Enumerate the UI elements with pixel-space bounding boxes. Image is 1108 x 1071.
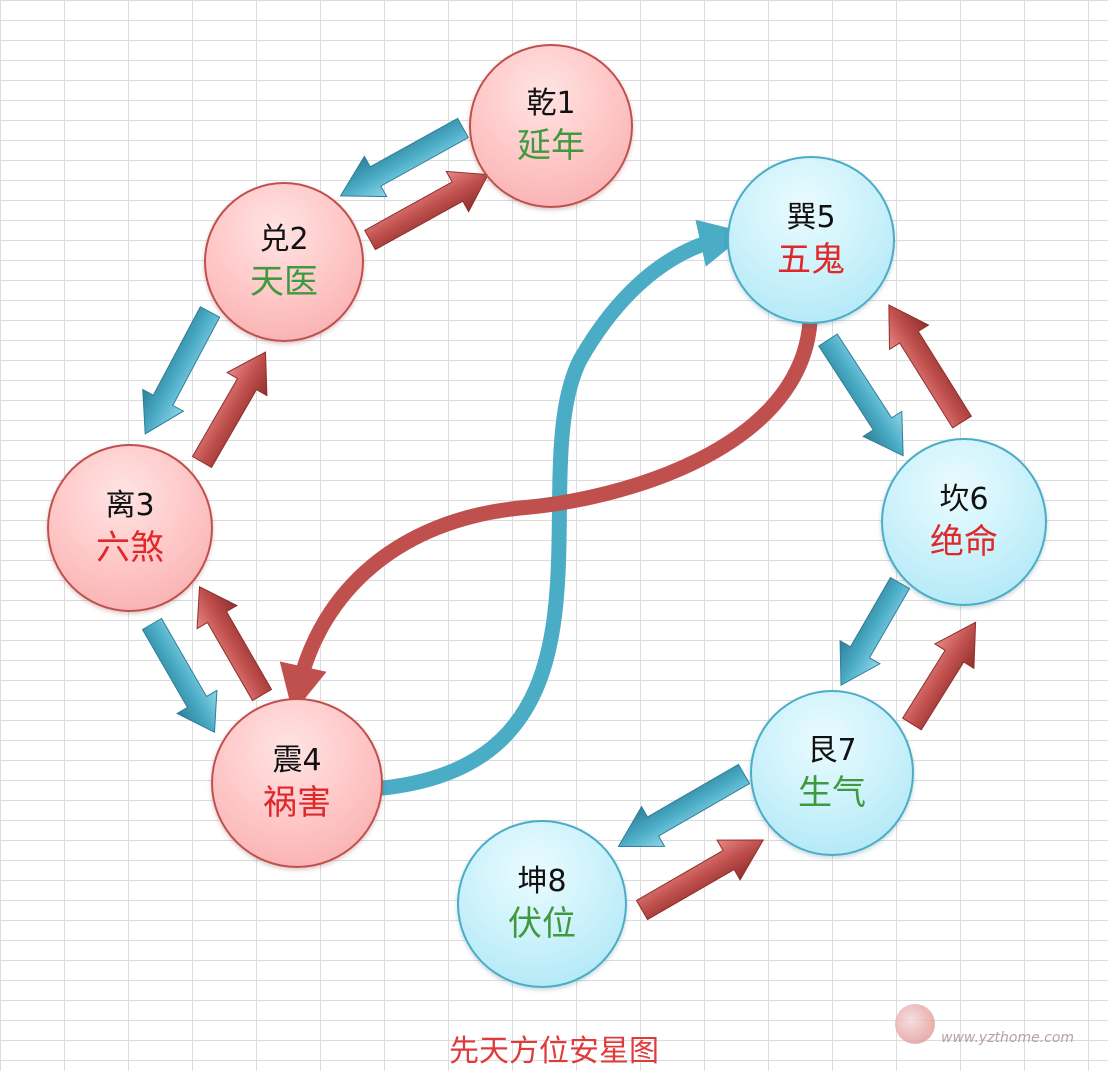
edge-kan-xun (888, 304, 973, 429)
node-li: 离3 六煞 (47, 444, 213, 612)
node-name: 乾1 (526, 86, 576, 121)
watermark: www.yzthome.com (895, 1002, 1074, 1046)
node-star: 六煞 (96, 528, 164, 568)
node-star: 绝命 (930, 522, 998, 562)
node-zhen: 震4 祸害 (211, 698, 383, 868)
node-name: 坤8 (517, 864, 567, 899)
node-gen: 艮7 生气 (750, 690, 914, 856)
watermark-text: www.yzthome.com (941, 1030, 1075, 1046)
node-star: 祸害 (263, 783, 331, 823)
node-xun: 巽5 五鬼 (727, 156, 895, 324)
node-qian: 乾1 延年 (469, 44, 633, 208)
node-star: 延年 (517, 126, 585, 166)
node-star: 五鬼 (777, 240, 845, 280)
node-kan: 坎6 绝命 (881, 438, 1047, 606)
node-star: 伏位 (508, 904, 576, 944)
node-name: 巽5 (786, 200, 836, 235)
node-name: 坎6 (939, 482, 989, 517)
node-name: 震4 (272, 743, 322, 778)
edge-kan-gen (839, 576, 911, 687)
node-star: 生气 (798, 773, 866, 813)
edge-xun-zhen-curve (279, 314, 818, 714)
node-dui: 兑2 天医 (204, 182, 364, 342)
edge-gen-kan (901, 621, 977, 731)
edge-zhen-li (196, 585, 273, 702)
node-name: 兑2 (259, 222, 309, 257)
watermark-logo-icon (895, 1004, 935, 1044)
edge-dui-qian (363, 170, 489, 251)
edge-li-zhen (141, 617, 218, 734)
node-kun: 坤8 伏位 (457, 820, 627, 988)
node-name: 离3 (105, 488, 155, 523)
node-star: 天医 (250, 262, 318, 302)
node-name: 艮7 (807, 733, 857, 768)
edge-qian-dui (339, 117, 470, 198)
edge-xun-kan (818, 333, 904, 457)
edge-li-dui (191, 351, 268, 469)
edge-gen-kun (617, 763, 751, 848)
diagram-title: 先天方位安星图 (449, 1034, 659, 1069)
edge-zhen-xun-curve (375, 219, 748, 796)
edge-dui-li (142, 306, 221, 435)
edge-kun-gen (635, 839, 765, 921)
